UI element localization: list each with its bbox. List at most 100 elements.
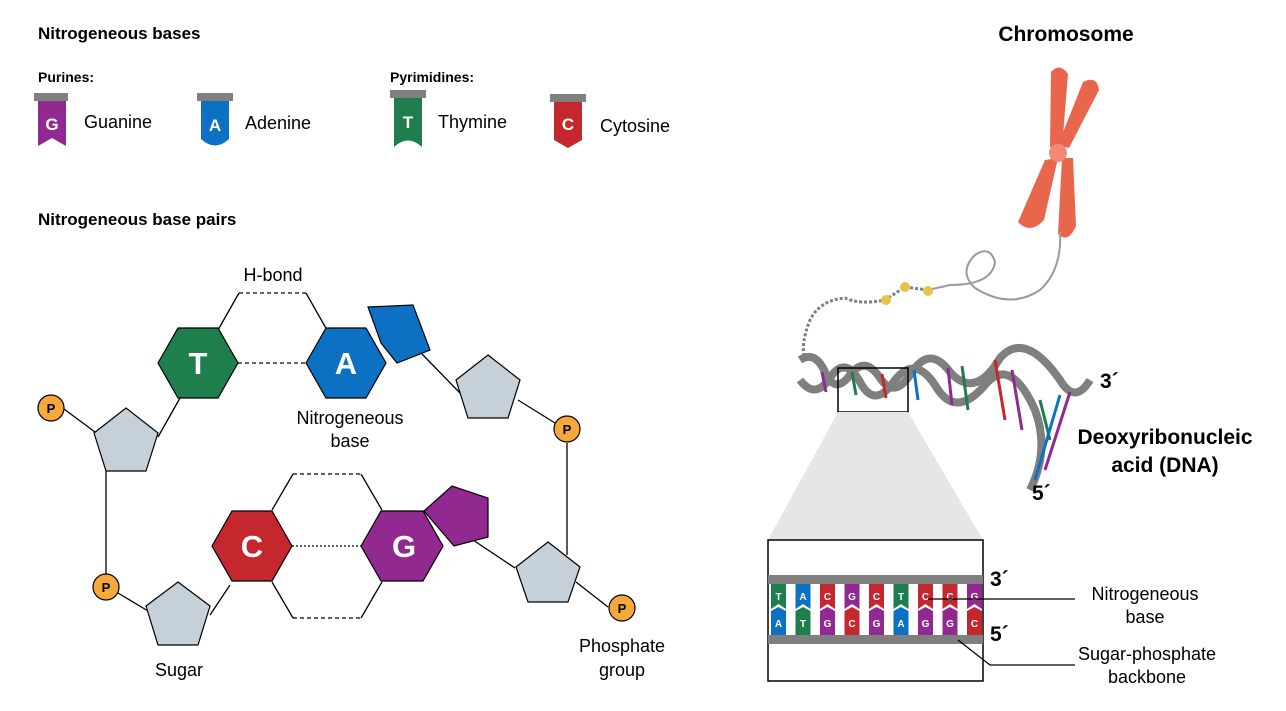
pyrimidines-label: Pyrimidines: bbox=[390, 69, 474, 85]
dna-helix: 3´ 5´ Deoxyribonucleic acid (DNA) bbox=[796, 344, 1253, 505]
sugar-pentagon bbox=[455, 354, 521, 419]
pairs-title: Nitrogeneous base pairs bbox=[38, 210, 236, 229]
callout-base-line2: base bbox=[1125, 607, 1164, 627]
dna-title-line2: acid (DNA) bbox=[1111, 454, 1218, 477]
base-cytosine: C bbox=[211, 510, 293, 582]
zoom-bottom-base-letter-1: T bbox=[800, 619, 806, 630]
phosphate-circle: P bbox=[553, 415, 581, 443]
legend-thymine: T Thymine bbox=[390, 90, 507, 147]
base-thymine: T bbox=[157, 327, 239, 399]
phosphate-circle: P bbox=[37, 394, 65, 422]
svg-text:P: P bbox=[102, 580, 111, 595]
zoom-bottom-base-4 bbox=[869, 607, 884, 635]
callout-backbone-line2: backbone bbox=[1108, 667, 1186, 687]
legend-guanine: G Guanine bbox=[34, 93, 152, 146]
backbone-lines bbox=[63, 353, 609, 616]
adenine-letter: A bbox=[335, 346, 357, 381]
callout-backbone-line bbox=[957, 639, 1075, 666]
zoom-bottom-base-2 bbox=[820, 607, 835, 635]
zoom-top-base-letter-2: C bbox=[824, 592, 831, 603]
phosphate-circle: P bbox=[608, 594, 636, 622]
zoom-top-base-8 bbox=[967, 584, 982, 609]
zoom-bottom-base-5 bbox=[893, 607, 909, 635]
chromosome-shape bbox=[1018, 67, 1099, 238]
sugar-label: Sugar bbox=[155, 660, 203, 680]
hbond-lines bbox=[217, 292, 383, 619]
zoom-cone bbox=[768, 412, 983, 540]
zoom-top-base-letter-7: C bbox=[946, 592, 953, 603]
zoom-bottom-base-letter-8: C bbox=[971, 619, 978, 630]
adenine-cap bbox=[197, 93, 233, 101]
zoom-top-base-letter-3: G bbox=[848, 592, 856, 603]
chromosome-panel: Chromosome bbox=[801, 23, 1134, 361]
callout-base-line1: Nitrogeneous bbox=[1091, 584, 1198, 604]
adenine-tag bbox=[201, 101, 229, 146]
zoom-top-base-4 bbox=[869, 584, 884, 609]
dna-end-3: 3´ bbox=[1100, 370, 1119, 393]
svg-text:P: P bbox=[618, 601, 627, 616]
guanine-letter: G bbox=[45, 115, 58, 134]
thymine-cap bbox=[390, 90, 426, 98]
phosphate-label-line2: group bbox=[599, 660, 645, 680]
thymine-name: Thymine bbox=[438, 112, 507, 132]
dna-end-5: 5´ bbox=[1032, 482, 1051, 505]
zoom-end-5: 5´ bbox=[990, 623, 1009, 646]
zoom-bottom-base-letter-0: A bbox=[775, 619, 782, 630]
top-backbone bbox=[768, 575, 983, 584]
sugars bbox=[93, 354, 581, 646]
sugar-pentagon bbox=[93, 407, 159, 472]
cytosine-cap bbox=[550, 94, 586, 102]
zoom-top-base-5 bbox=[893, 584, 909, 609]
base-pairs-panel: Nitrogeneous base pairs bbox=[37, 210, 665, 680]
guanine-letter: G bbox=[392, 529, 416, 564]
chromosome-title: Chromosome bbox=[998, 23, 1133, 46]
zoom-top-base-letter-1: A bbox=[799, 592, 806, 603]
cytosine-letter: C bbox=[562, 115, 574, 134]
zoom-top-base-2 bbox=[820, 584, 835, 609]
dna-title-line1: Deoxyribonucleic bbox=[1077, 426, 1252, 449]
zoom-top-base-letter-8: G bbox=[971, 592, 979, 603]
base-guanine: G bbox=[360, 485, 489, 582]
zoom-bottom-base-0 bbox=[771, 607, 786, 635]
legend-title: Nitrogeneous bases bbox=[38, 24, 201, 43]
zoom-bottom-base-8 bbox=[967, 607, 982, 635]
legend-cytosine: C Cytosine bbox=[550, 94, 670, 148]
zoom-bottom-base-letter-7: G bbox=[946, 619, 954, 630]
hbond-label: H-bond bbox=[243, 265, 302, 285]
histone bbox=[923, 286, 933, 296]
guanine-tag bbox=[38, 101, 66, 146]
sugar-pentagon bbox=[145, 581, 211, 646]
zoom-bottom-base-letter-4: G bbox=[873, 619, 881, 630]
helix-rungs bbox=[820, 359, 1072, 481]
sugar-pentagon bbox=[515, 541, 581, 603]
centromere bbox=[1049, 144, 1067, 162]
coiled-dna bbox=[801, 285, 929, 361]
zoom-top-base-letter-6: C bbox=[922, 592, 929, 603]
bases-legend: Nitrogeneous bases Purines: Pyrimidines:… bbox=[34, 24, 670, 148]
bottom-backbone bbox=[768, 635, 983, 644]
cytosine-letter: C bbox=[241, 529, 263, 564]
thymine-letter: T bbox=[189, 346, 208, 381]
zoom-top-base-letter-0: T bbox=[775, 592, 781, 603]
cytosine-tag bbox=[554, 102, 582, 148]
zoom-top-base-1 bbox=[795, 584, 811, 609]
zoom-top-base-letter-5: T bbox=[898, 592, 904, 603]
nitro-label-line1: Nitrogeneous bbox=[296, 408, 403, 428]
zoom-top-base-0 bbox=[771, 584, 786, 609]
histone bbox=[881, 295, 891, 305]
svg-text:P: P bbox=[563, 422, 572, 437]
zoom-bottom-base-7 bbox=[942, 607, 958, 635]
adenine-letter: A bbox=[209, 116, 221, 135]
zoom-bottom-base-letter-2: G bbox=[824, 619, 832, 630]
thymine-letter: T bbox=[403, 113, 414, 132]
zoom-top-base-7 bbox=[942, 584, 958, 609]
zoom-bottom-base-letter-3: C bbox=[848, 619, 855, 630]
zoom-end-3: 3´ bbox=[990, 568, 1009, 591]
guanine-name: Guanine bbox=[84, 112, 152, 132]
zoom-bottom-base-3 bbox=[844, 607, 860, 635]
zoom-top-base-letter-4: C bbox=[873, 592, 880, 603]
guanine-cap bbox=[34, 93, 68, 101]
zoom-bottom-base-1 bbox=[795, 607, 811, 635]
